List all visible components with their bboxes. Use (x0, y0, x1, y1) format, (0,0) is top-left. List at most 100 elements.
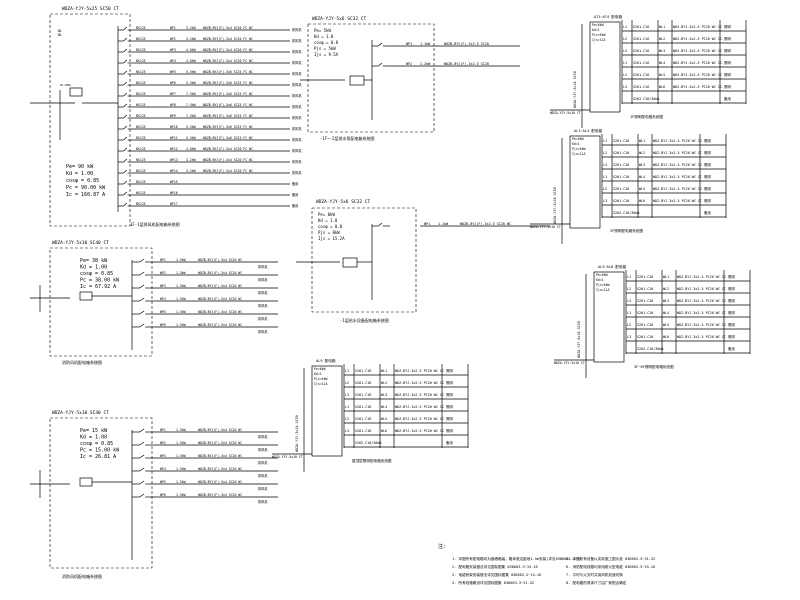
riser-use: 照明 (446, 393, 453, 397)
riser-param: Kd=1 (596, 278, 604, 282)
riser-cable: WDZ-BYJ-3x2.5 PC20 WC CC (395, 369, 444, 373)
feeder-circuit: WP6 (160, 323, 166, 327)
param-line: Ic = 67.92 A (80, 284, 116, 290)
feeder-use: 排风机 (292, 27, 302, 32)
feeder-load: 1.5kW (176, 271, 186, 275)
feeder-circuit: WP3 (160, 454, 166, 458)
riser-use: 照明 (728, 323, 735, 327)
param-line: cosφ = 0.85 (66, 178, 99, 184)
param-line: Ic = 26.81 A (80, 454, 116, 460)
riser-title: 屋顶层照明配电箱系统图 (352, 458, 392, 463)
riser-use: 照明 (728, 287, 735, 291)
general-notes: 注: 1. 本图所有配电箱均为嵌墙暗装，箱体底边距地1.5m安装(详见09BD0… (438, 543, 655, 585)
riser-param: Ijs=11A (314, 382, 328, 386)
riser-phase: L2 (627, 287, 631, 291)
feeder-load: 1.5kW (176, 441, 186, 445)
riser-cable: WDZ-BYJ-3x2.5 PC20 WC CC (677, 335, 726, 339)
riser-breaker: S261-C16 (613, 163, 629, 167)
panel-5-title: -1层给水设备配电箱系统图 (340, 317, 389, 323)
riser-cable: WDZ-BYJ-3x2.5 PC20 WC CC (673, 37, 722, 41)
riser-cable: WDZ-BYJ-3x2.5 PC20 WC CC (677, 299, 726, 303)
panel-4-header: WDZA-YJY-5x6 SC32 CT (312, 16, 366, 22)
notes-right-column: 5. 本图所有设备以实际施工图为准 03D603-3~31-326. 消防配电线… (566, 556, 655, 585)
feeder-use: 排风机 (258, 329, 268, 334)
feeder-circuit: WP5 (160, 480, 166, 484)
feeder-circuit: WP1 (170, 26, 176, 30)
riser-breaker: S261-C16 (633, 37, 649, 41)
feeder-use: 排风机 (292, 148, 302, 153)
param-line: Ijs = 9.5A (314, 52, 339, 57)
feeder-circuit: WP12 (170, 147, 178, 151)
riser-breaker: S261-C16 (355, 405, 371, 409)
feeder-use: 排风机 (292, 49, 302, 54)
feeder-load: 1.5kW (176, 310, 186, 314)
riser-param: Pjs=6kW (572, 147, 586, 151)
panel-1-header: WDZA-YJY-5x25 SC50 CT (62, 6, 119, 12)
feeder-circuit: WP9 (170, 114, 176, 118)
riser-phase: L1 (623, 61, 627, 65)
feeder-circuit: WP6 (170, 81, 176, 85)
riser-phase: L2 (627, 323, 631, 327)
feeder-circuit: WP13 (170, 158, 178, 162)
riser-param: Pe=6kW (314, 367, 326, 371)
feeder-use: 排风机 (258, 460, 268, 465)
feeder-load: 4.0kW (186, 48, 196, 52)
riser-breaker: S262-C16/30mA (355, 441, 382, 445)
riser-breaker: S261-C16 (633, 25, 649, 29)
feeder-cable: WDZB-BYJ(F)-3x4 SC20 FC WC (203, 158, 253, 162)
feeder-circuit: WP4 (160, 297, 166, 301)
riser-circuit: WL5 (381, 417, 387, 421)
feeder-load: 5.5kW (186, 125, 196, 129)
feeder-use: 排风机 (292, 126, 302, 131)
param-line: Pjs = 5kW (314, 46, 336, 51)
feeder-circuit: WP5 (170, 70, 176, 74)
riser-breaker: S261-C16 (633, 61, 649, 65)
feeder-load: 7.5kW (186, 114, 196, 118)
note-line: 1. 本图所有配电箱均为嵌墙暗装，箱体底边距地1.5m安装(详见09BD002-… (452, 556, 582, 561)
feeder-breaker: NS125 (136, 92, 146, 96)
riser-phase: L1 (627, 275, 631, 279)
feeder-cable: WDZB-BYJ(F)-3x4 SC20 WC (198, 493, 242, 497)
riser-circuit: WL4 (659, 61, 665, 65)
riser-param: Pjs=6kW (592, 33, 606, 37)
feeder-cable: WDZB-BYJ(F)-3x4 SC20 WC (198, 271, 242, 275)
riser-use: 照明 (446, 417, 453, 421)
feeder-cable: WDZB-BYJ(F)-3x4 SC20 WC (198, 454, 242, 458)
feeder-load: 3.2kW (186, 169, 196, 173)
riser-cable: WDZ-BYJ-3x2.5 PC20 WC CC (653, 163, 702, 167)
feeder-cable: WDZB-BYJ(F)-3x2.5 SC20 (444, 42, 489, 46)
feeder-circuit: WP2 (160, 271, 166, 275)
riser-vertical-label: WDZA-YJY-5x16 SC50 (573, 71, 577, 108)
feeder-cable: WDZB-BYJ(F)-3x6 SC25 FC WC (203, 103, 253, 107)
feeder-use: 备用 (292, 192, 298, 197)
param-line: Kd = 1.00 (80, 435, 107, 441)
riser-param: Pjs=6kW (596, 283, 610, 287)
note-line: 4. 所有线路敷设详见国标图集 03D603-3~31-32 (452, 580, 534, 585)
feeder-load: 1.5kW (176, 297, 186, 301)
riser-circuit: WL2 (639, 151, 645, 155)
riser-cable: WDZ-BYJ-3x2.5 PC20 WC CC (395, 405, 444, 409)
feeder-breaker: NS125 (136, 136, 146, 140)
feeder-load: 1.1kW (438, 222, 449, 226)
feeder-use: 备用 (292, 181, 298, 186)
riser-phase: L1 (623, 25, 627, 29)
param-line: Pe= 15 kW (80, 428, 108, 434)
panel-2-header: WDZA-YJY-5x10 SC40 CT (52, 240, 109, 246)
riser-breaker: S261-C16 (355, 429, 371, 433)
param-line: Pc = 90.00 kW (66, 185, 106, 191)
